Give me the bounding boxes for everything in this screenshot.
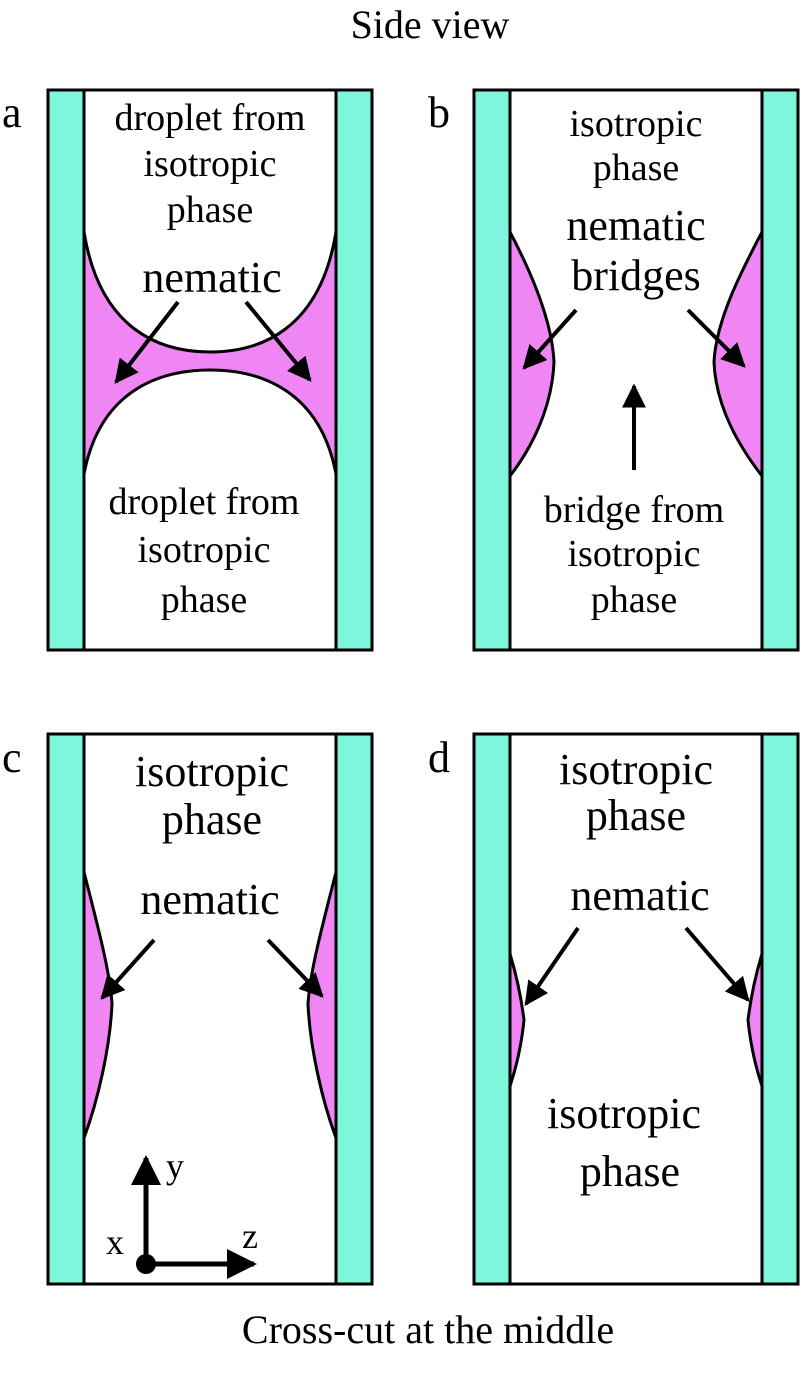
panel-d-nematic-left [508,953,526,1087]
panel-a-arrow-left [114,300,180,384]
panel-b-bottom-label-2: isotropic [568,533,701,575]
axis-y-label: y [166,1146,184,1186]
panel-b-bottom-label-3: phase [591,579,678,621]
panel-d-left-wall [472,732,512,1286]
panel-c-top-label-1: isotropic [135,747,289,796]
panel-b-nematic-label-1: nematic [566,201,705,250]
panel-d-arrow-left [524,926,580,1006]
axis-x-label: x [106,1222,124,1262]
panel-d-top-label-1: isotropic [559,745,713,794]
panel-b-top-label-1: isotropic [570,103,703,145]
panel-a-top-label-2: isotropic [144,143,277,185]
panel-a-top-label-3: phase [167,189,254,231]
panel-a-bottom-label-3: phase [161,579,248,621]
panel-d-nematic-right [746,953,764,1087]
panel-d-arrow-right [684,926,750,1002]
panel-c-left-wall [46,732,86,1286]
panel-b-nematic-label-2: bridges [571,251,701,300]
panel-c-nematic-left [82,871,114,1139]
panel-a-top-label-1: droplet from [114,97,305,139]
panel-c-letter: c [2,733,22,782]
title-top: Side view [351,2,510,47]
panel-a-bottom-label-1: droplet from [108,481,299,523]
panel-d-cell-interior [508,732,764,1286]
panel-d-top-label-2: phase [586,791,686,840]
panel-c: c isotropic phase nematic y z x [2,732,374,1286]
panel-d: d isotropic phase nematic isotropic phas… [428,732,800,1286]
panel-b: b isotropic phase nematic bridges bridge… [428,88,800,652]
panel-d-letter: d [428,733,450,782]
panel-a-arrow-right [244,300,312,382]
panel-b-bottom-label-1: bridge from [544,489,724,531]
panel-d-bottom-label-2: phase [580,1147,680,1196]
panel-d-nematic-label: nematic [570,871,709,920]
panel-c-top-label-2: phase [162,795,262,844]
panel-c-nematic-right [306,871,338,1139]
panel-a: a droplet from isotropic phase nematic d… [2,88,374,652]
panel-d-right-wall [760,732,800,1286]
panel-c-right-wall [334,732,374,1286]
title-bottom: Cross-cut at the middle [242,1307,614,1352]
axis-x-dot [136,1254,156,1274]
panel-c-arrow-right [266,938,324,998]
panel-b-top-label-2: phase [593,147,680,189]
panel-a-right-wall [334,88,374,652]
panel-b-right-wall [760,88,800,652]
panel-a-left-wall [46,88,86,652]
panel-b-left-wall [472,88,512,652]
panel-b-arrow-right [686,308,746,368]
panel-b-letter: b [428,88,450,137]
panel-a-nematic-label: nematic [142,253,281,302]
panel-a-letter: a [2,88,22,137]
panel-c-arrow-left [100,938,156,1000]
panel-a-nematic-region [82,231,338,475]
panel-a-bottom-label-2: isotropic [138,529,271,571]
panel-c-nematic-label: nematic [140,875,279,924]
panel-d-bottom-label-1: isotropic [547,1089,701,1138]
axis-z-label: z [242,1216,258,1256]
panel-b-arrow-left [522,308,578,370]
